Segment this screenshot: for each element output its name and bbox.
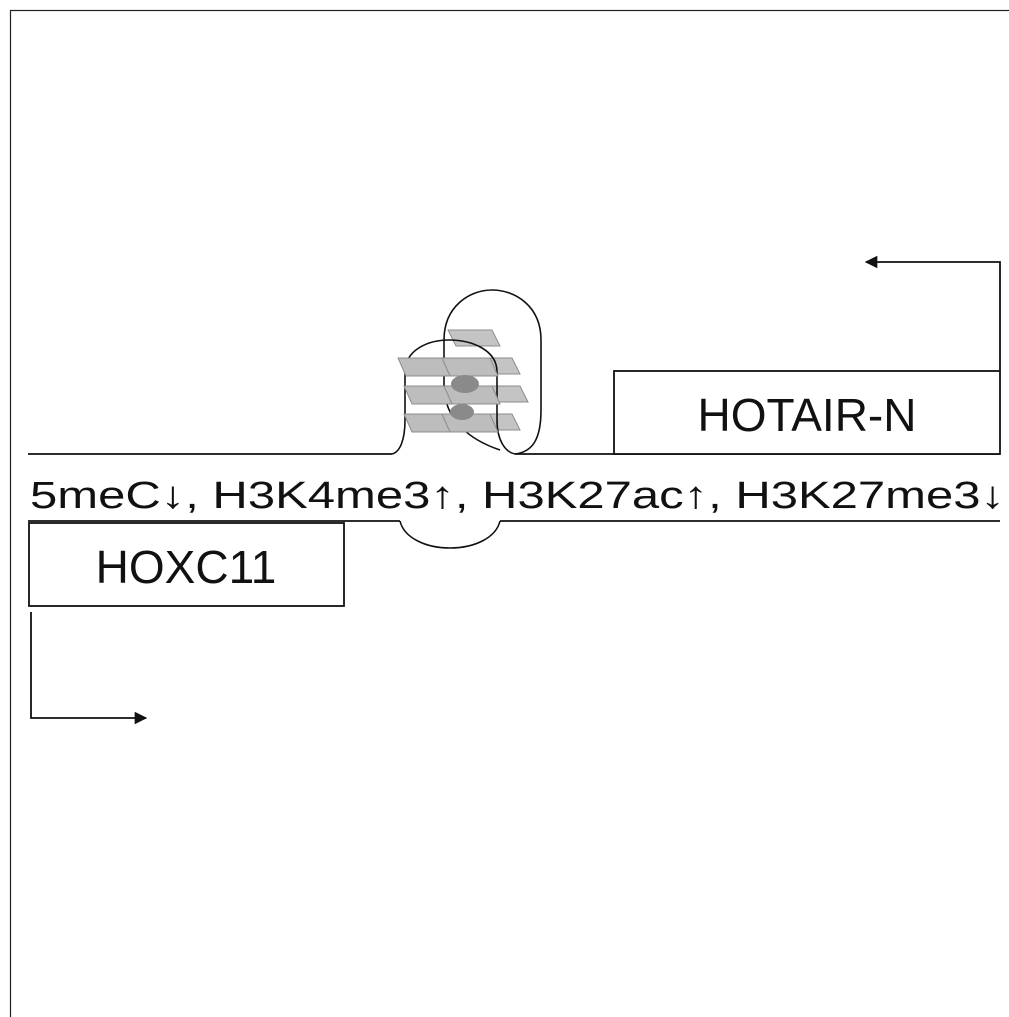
lower-dna-loop <box>400 521 500 548</box>
hoxc11-tss-arrow <box>31 612 146 718</box>
histone-core-1 <box>451 375 479 393</box>
hoxc11-gene-label: HOXC11 <box>96 541 277 593</box>
chromatin-marks-label: 5meC↓, H3K4me3↑, H3K27ac↑, H3K27me3↓ <box>30 475 1005 517</box>
nucleosome-stack-front <box>398 358 500 432</box>
hotair-gene: HOTAIR-N <box>614 371 1000 454</box>
hotair-gene-label: HOTAIR-N <box>698 389 917 441</box>
histone-core-2 <box>450 404 474 420</box>
hotair-tss-arrow <box>866 262 1000 371</box>
hoxc11-gene: HOXC11 <box>29 523 344 606</box>
nucleosome-front-4 <box>442 358 498 376</box>
